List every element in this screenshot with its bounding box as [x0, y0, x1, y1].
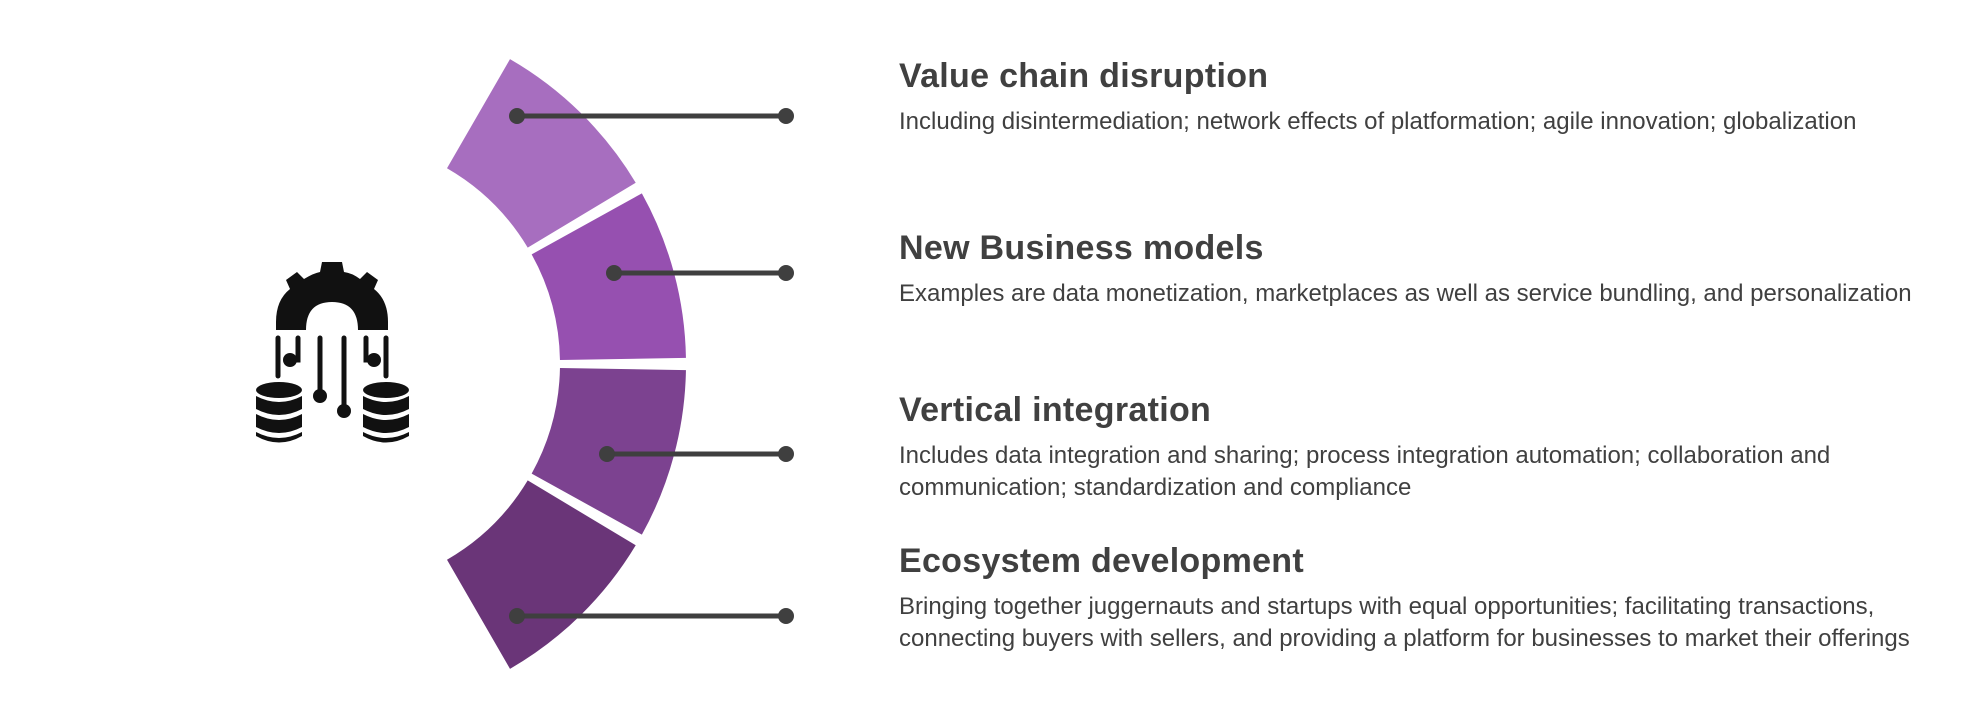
connector-end-dot-3 [778, 446, 794, 462]
connector-start-dot-3 [599, 446, 615, 462]
connector-start-dot-1 [509, 108, 525, 124]
connector-start-dot-2 [606, 265, 622, 281]
item-title: Ecosystem development [899, 542, 1305, 580]
item-description: Including disintermediation; network eff… [899, 108, 1857, 135]
item-description: Includes data integration and sharing; p… [899, 442, 1831, 501]
item-value-chain: Value chain disruption Including disinte… [899, 56, 1939, 138]
item-title: Value chain disruption [899, 57, 1269, 95]
arc-segment-1 [447, 59, 636, 248]
gear-data-network-icon [256, 262, 409, 443]
arc-segment-4 [447, 480, 636, 669]
connector-end-dot-4 [778, 608, 794, 624]
item-vertical-integration: Vertical integration Includes data integ… [899, 390, 1939, 504]
connector-end-dot-1 [778, 108, 794, 124]
item-description: Bringing together juggernauts and startu… [899, 593, 1910, 652]
connector-end-dot-2 [778, 265, 794, 281]
connector-start-dot-4 [509, 608, 525, 624]
item-business-models: New Business models Examples are data mo… [899, 228, 1939, 310]
arc-segments [447, 59, 686, 669]
item-title: New Business models [899, 229, 1264, 267]
connectors [509, 108, 794, 624]
item-ecosystem: Ecosystem development Bringing together … [899, 541, 1939, 655]
item-title: Vertical integration [899, 391, 1212, 429]
item-description: Examples are data monetization, marketpl… [899, 280, 1912, 307]
